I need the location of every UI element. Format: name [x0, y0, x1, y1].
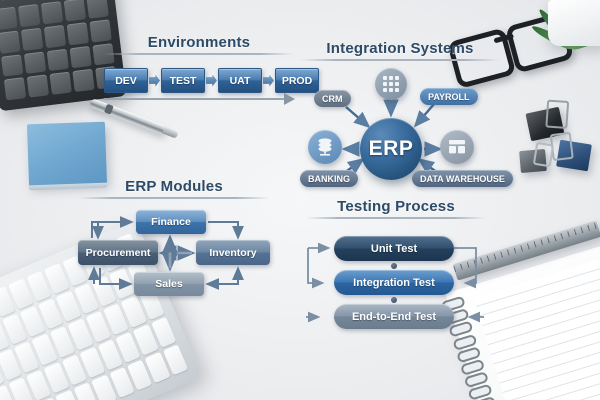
erp-modules-panel: ERP Modules Finance	[78, 178, 270, 300]
apps-node[interactable]	[375, 68, 407, 100]
erp-hub[interactable]: ERP	[360, 118, 422, 180]
module-sales[interactable]: Sales	[134, 272, 204, 296]
testing-step-unit-test[interactable]: Unit Test	[334, 236, 454, 261]
integration-systems-panel: Integration Systems	[300, 40, 513, 195]
testing-connector-dot	[391, 297, 397, 303]
testing-connector-dot	[391, 263, 397, 269]
testing-process-panel: Testing Process Unit Test Integration Te…	[306, 198, 486, 330]
testing-step-end-to-end-test[interactable]: End-to-End Test	[334, 304, 454, 329]
integration-label-data-warehouse[interactable]: DATA WAREHOUSE	[412, 170, 513, 187]
binder-clip-blue-prop	[556, 139, 592, 172]
testing-connectors	[306, 242, 484, 323]
environments-stage-row: DEV TEST UAT PROD	[104, 68, 319, 93]
integration-label-crm[interactable]: CRM	[314, 90, 351, 107]
integration-label-payroll[interactable]: PAYROLL	[420, 88, 478, 105]
binder-clip-gray-prop	[519, 148, 547, 174]
environments-title-rule	[104, 53, 294, 55]
data-warehouse-node[interactable]	[440, 130, 474, 164]
testing-process-title-rule	[306, 217, 486, 219]
integration-systems-title: Integration Systems	[326, 40, 474, 57]
environment-stage-dev[interactable]: DEV	[104, 68, 148, 93]
database-icon	[318, 138, 332, 156]
environments-title: Environments	[147, 34, 251, 51]
arrow-right-icon	[284, 93, 295, 105]
calculator-keys	[0, 0, 118, 101]
grid-icon	[383, 76, 399, 92]
arrow-right-icon	[263, 74, 274, 87]
environments-baseline	[104, 98, 288, 100]
environments-panel: Environments DEV TEST UAT PROD	[104, 34, 319, 105]
environment-stage-prod[interactable]: PROD	[275, 68, 319, 93]
erp-modules-title-rule	[78, 197, 270, 199]
module-procurement[interactable]: Procurement	[78, 240, 158, 265]
warehouse-icon	[449, 140, 465, 154]
plant-pot-prop	[548, 0, 600, 46]
testing-step-integration-test[interactable]: Integration Test	[334, 270, 454, 295]
erp-modules-title: ERP Modules	[125, 178, 223, 195]
integration-systems-title-rule	[300, 59, 500, 61]
arrow-right-icon	[149, 74, 160, 87]
testing-process-title: Testing Process	[337, 198, 455, 215]
module-finance[interactable]: Finance	[136, 210, 206, 234]
module-inventory[interactable]: Inventory	[196, 240, 270, 265]
banking-node[interactable]	[308, 130, 342, 164]
sticky-note-prop	[26, 121, 108, 187]
environment-stage-uat[interactable]: UAT	[218, 68, 262, 93]
environment-stage-test[interactable]: TEST	[161, 68, 205, 93]
notebook-lines	[473, 251, 600, 400]
arrow-right-icon	[206, 74, 217, 87]
modules-connectors	[88, 216, 244, 290]
integration-label-banking[interactable]: BANKING	[300, 170, 358, 187]
